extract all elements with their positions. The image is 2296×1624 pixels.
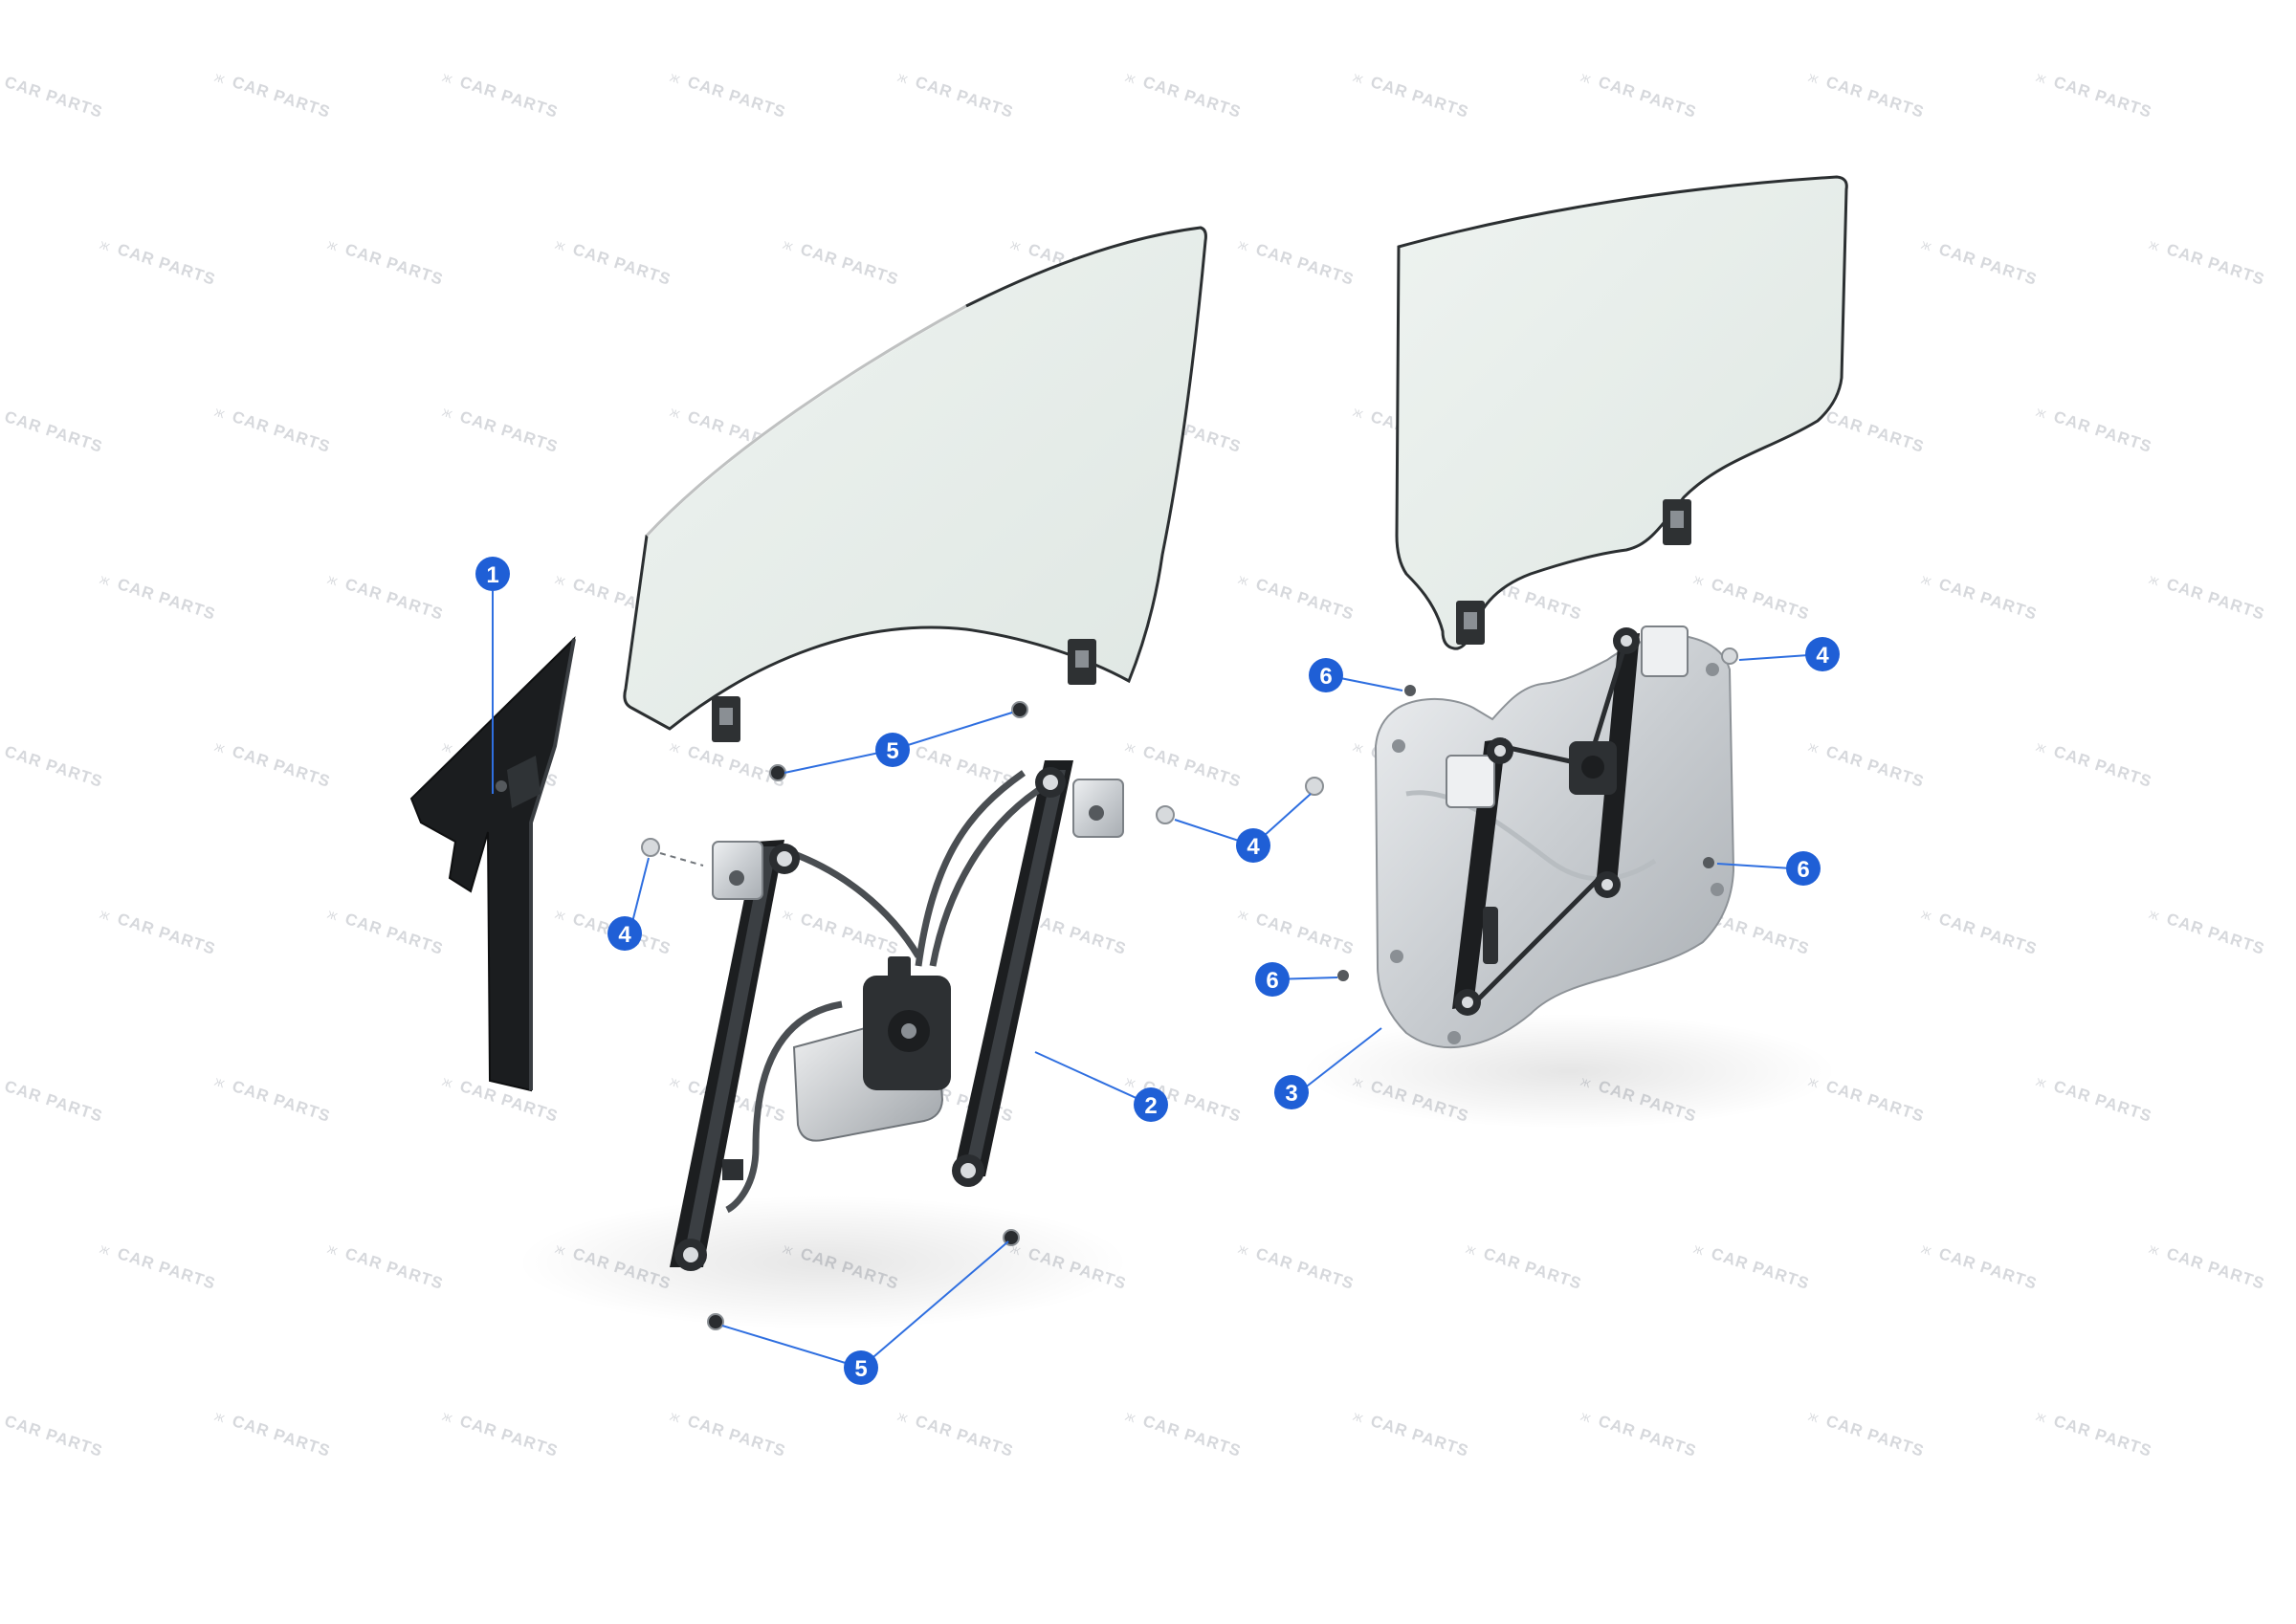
screw [1404,685,1416,696]
callout-label: 4 [1247,834,1260,860]
window-glass-right [1395,175,1848,650]
window-regulator-left [670,760,1124,1271]
bolt [1156,805,1175,824]
callout-label: 2 [1144,1093,1157,1119]
bolt [641,838,660,857]
callout-label: 4 [618,922,631,948]
callout-badge: 1 [475,557,510,591]
screw [1337,970,1349,981]
floor-shadow [517,1196,1129,1329]
callout-badge: 6 [1309,658,1343,692]
callout-badge: 2 [1134,1087,1168,1122]
nut [1011,701,1028,718]
callout-badge: 4 [1805,637,1840,671]
nut [769,764,786,781]
door-trim-triangle [409,636,576,1092]
fasteners [641,647,1738,1330]
callout-label: 5 [886,738,898,764]
callout-badges: 1 2 3 4 4 4 5 5 6 6 6 [475,557,1840,1385]
window-regulator-panel-right [1374,625,1735,1049]
screw [1703,857,1714,868]
bolt [1721,647,1738,665]
callout-badge: 6 [1255,962,1290,997]
callout-label: 1 [486,562,498,588]
callout-label: 5 [854,1356,867,1382]
nut [707,1313,724,1330]
callout-badge: 4 [607,916,642,951]
callout-label: 6 [1319,664,1332,690]
callout-badge: 6 [1786,851,1821,886]
callout-label: 6 [1797,857,1809,883]
callout-badge: 5 [844,1350,878,1385]
callout-badge: 4 [1236,828,1270,863]
callout-label: 3 [1285,1081,1297,1107]
regulator-motor [792,956,951,1142]
callout-badge: 5 [875,733,910,767]
bolt [1305,777,1324,796]
callout-badge: 3 [1274,1075,1309,1109]
glass-carrier [1446,755,1495,808]
glass-carrier [1641,625,1689,677]
callout-label: 4 [1816,643,1829,669]
window-glass-left [623,226,1207,742]
callout-label: 6 [1266,968,1278,994]
glass-carrier [712,841,763,900]
floor-shadow [1301,1014,1837,1129]
